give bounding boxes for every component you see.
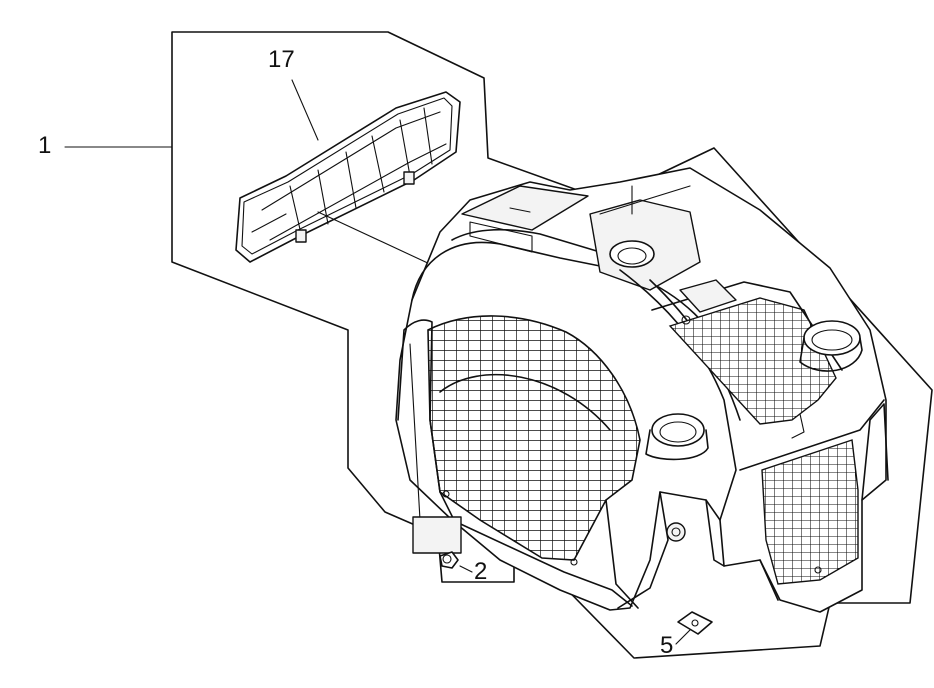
callout-5: 5 [660, 632, 674, 659]
screw-part [412, 516, 462, 569]
handle-part [235, 91, 461, 263]
clip-part [677, 611, 713, 635]
assembly-boundary [171, 31, 933, 659]
leader-line-17 [291, 79, 319, 141]
leader-line-2 [459, 565, 473, 573]
leader-line-5 [675, 629, 691, 645]
callout-2: 2 [474, 558, 488, 585]
callout-1: 1 [38, 132, 52, 159]
callout-17: 17 [268, 46, 295, 73]
housing-part [395, 167, 889, 613]
guide-line [317, 211, 433, 266]
